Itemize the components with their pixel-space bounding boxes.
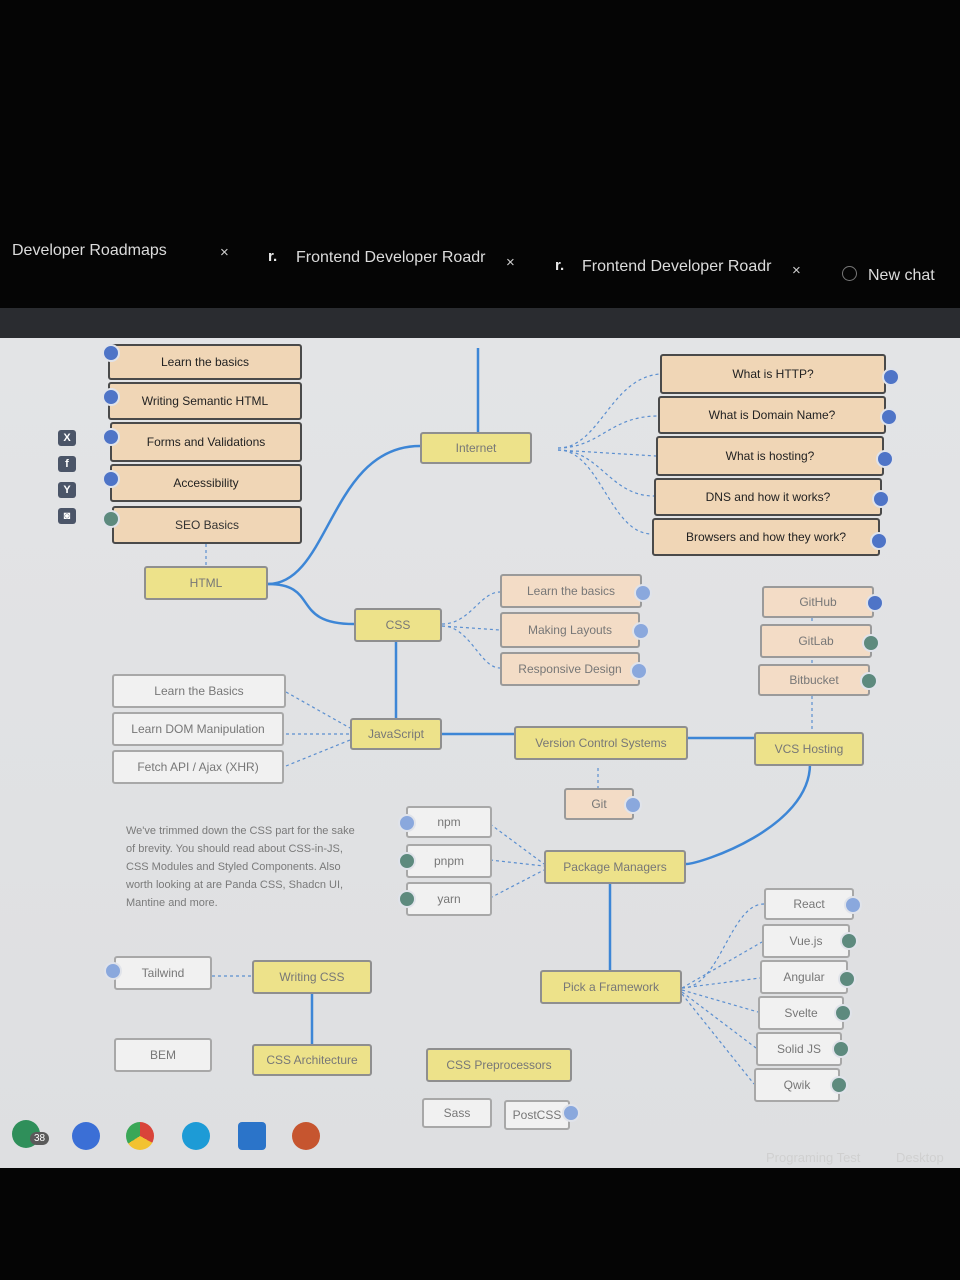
- node-accessibility[interactable]: Accessibility: [110, 464, 302, 502]
- check-done-icon[interactable]: [102, 510, 120, 528]
- browser-tab-bar: Developer Roadmaps × r. Frontend Develop…: [0, 230, 960, 300]
- node-html[interactable]: HTML: [144, 566, 268, 600]
- os-taskbar: 38: [0, 1118, 960, 1168]
- edge-icon[interactable]: [72, 1122, 100, 1150]
- check-pending-icon[interactable]: [398, 814, 416, 832]
- check-done-icon[interactable]: [866, 594, 884, 612]
- node-dom-manipulation[interactable]: Learn DOM Manipulation: [112, 712, 284, 746]
- check-done-icon[interactable]: [870, 532, 888, 550]
- node-bem[interactable]: BEM: [114, 1038, 212, 1072]
- check-done-icon[interactable]: [862, 634, 880, 652]
- check-pending-icon[interactable]: [844, 896, 862, 914]
- node-pick-framework[interactable]: Pick a Framework: [540, 970, 682, 1004]
- node-javascript[interactable]: JavaScript: [350, 718, 442, 750]
- node-css-architecture[interactable]: CSS Architecture: [252, 1044, 372, 1076]
- node-what-is-http[interactable]: What is HTTP?: [660, 354, 886, 394]
- node-version-control[interactable]: Version Control Systems: [514, 726, 688, 760]
- hackernews-icon[interactable]: Y: [58, 482, 76, 498]
- roadmap-viewport[interactable]: X f Y ◙ Learn the basics Writing Semanti…: [0, 308, 960, 1168]
- node-qwik[interactable]: Qwik: [754, 1068, 840, 1102]
- node-sass[interactable]: Sass: [422, 1098, 492, 1128]
- node-css-learn-basics[interactable]: Learn the basics: [500, 574, 642, 608]
- node-react[interactable]: React: [764, 888, 854, 920]
- node-svelte[interactable]: Svelte: [758, 996, 844, 1030]
- node-seo-basics[interactable]: SEO Basics: [112, 506, 302, 544]
- node-responsive-design[interactable]: Responsive Design: [500, 652, 640, 686]
- node-bitbucket[interactable]: Bitbucket: [758, 664, 870, 696]
- roadmap-logo-icon: r.: [555, 257, 565, 274]
- check-pending-icon[interactable]: [632, 622, 650, 640]
- check-done-icon[interactable]: [102, 388, 120, 406]
- check-pending-icon[interactable]: [562, 1104, 580, 1122]
- vscode-icon[interactable]: [238, 1122, 266, 1150]
- tab-developer-roadmaps[interactable]: Developer Roadmaps: [12, 242, 167, 259]
- browser-icon[interactable]: [182, 1122, 210, 1150]
- tab-close-icon[interactable]: ×: [792, 262, 801, 279]
- node-making-layouts[interactable]: Making Layouts: [500, 612, 640, 648]
- node-dns[interactable]: DNS and how it works?: [654, 478, 882, 516]
- node-angular[interactable]: Angular: [760, 960, 848, 994]
- facebook-icon[interactable]: f: [58, 456, 76, 472]
- check-done-icon[interactable]: [398, 852, 416, 870]
- check-done-icon[interactable]: [840, 932, 858, 950]
- node-semantic-html[interactable]: Writing Semantic HTML: [108, 382, 302, 420]
- node-pnpm[interactable]: pnpm: [406, 844, 492, 878]
- taskbar-programing-test[interactable]: Programing Test: [766, 1150, 861, 1165]
- node-internet[interactable]: Internet: [420, 432, 532, 464]
- node-gitlab[interactable]: GitLab: [760, 624, 872, 658]
- node-domain-name[interactable]: What is Domain Name?: [658, 396, 886, 434]
- tab-frontend-roadmap-1[interactable]: Frontend Developer Roadr: [296, 249, 486, 266]
- node-js-learn-basics[interactable]: Learn the Basics: [112, 674, 286, 708]
- check-pending-icon[interactable]: [104, 962, 122, 980]
- roadmap-logo-icon: r.: [268, 248, 278, 265]
- tab-frontend-roadmap-2[interactable]: Frontend Developer Roadr: [582, 258, 772, 275]
- reddit-icon[interactable]: ◙: [58, 508, 76, 524]
- check-done-icon[interactable]: [860, 672, 878, 690]
- check-pending-icon[interactable]: [630, 662, 648, 680]
- check-pending-icon[interactable]: [624, 796, 642, 814]
- node-writing-css[interactable]: Writing CSS: [252, 960, 372, 994]
- node-package-managers[interactable]: Package Managers: [544, 850, 686, 884]
- node-github[interactable]: GitHub: [762, 586, 874, 618]
- css-trimmed-note: We've trimmed down the CSS part for the …: [126, 825, 355, 909]
- x-twitter-icon[interactable]: X: [58, 430, 76, 446]
- node-browsers[interactable]: Browsers and how they work?: [652, 518, 880, 556]
- node-what-is-hosting[interactable]: What is hosting?: [656, 436, 884, 476]
- check-done-icon[interactable]: [102, 344, 120, 362]
- node-fetch-api[interactable]: Fetch API / Ajax (XHR): [112, 750, 284, 784]
- notification-badge: 38: [30, 1132, 50, 1145]
- node-html-learn-basics[interactable]: Learn the basics: [108, 344, 302, 380]
- check-done-icon[interactable]: [834, 1004, 852, 1022]
- check-done-icon[interactable]: [830, 1076, 848, 1094]
- node-git[interactable]: Git: [564, 788, 634, 820]
- node-vcs-hosting[interactable]: VCS Hosting: [754, 732, 864, 766]
- check-done-icon[interactable]: [832, 1040, 850, 1058]
- chrome-icon[interactable]: [126, 1122, 154, 1150]
- check-done-icon[interactable]: [880, 408, 898, 426]
- roadmap-connectors: [205, 348, 813, 1085]
- node-css[interactable]: CSS: [354, 608, 442, 642]
- check-done-icon[interactable]: [398, 890, 416, 908]
- app-icon[interactable]: [292, 1122, 320, 1150]
- node-npm[interactable]: npm: [406, 806, 492, 838]
- tab-close-icon[interactable]: ×: [506, 254, 515, 271]
- tab-close-icon[interactable]: ×: [220, 244, 229, 261]
- node-tailwind[interactable]: Tailwind: [114, 956, 212, 990]
- node-vuejs[interactable]: Vue.js: [762, 924, 850, 958]
- check-done-icon[interactable]: [872, 490, 890, 508]
- node-postcss[interactable]: PostCSS: [504, 1100, 570, 1130]
- tab-new-chat[interactable]: New chat: [868, 267, 935, 284]
- check-done-icon[interactable]: [102, 470, 120, 488]
- check-done-icon[interactable]: [102, 428, 120, 446]
- check-done-icon[interactable]: [876, 450, 894, 468]
- chat-spinner-icon: [842, 266, 857, 281]
- node-css-preprocessors[interactable]: CSS Preprocessors: [426, 1048, 572, 1082]
- node-yarn[interactable]: yarn: [406, 882, 492, 916]
- check-pending-icon[interactable]: [634, 584, 652, 602]
- check-done-icon[interactable]: [838, 970, 856, 988]
- taskbar-desktop[interactable]: Desktop: [896, 1150, 944, 1165]
- node-solidjs[interactable]: Solid JS: [756, 1032, 842, 1066]
- check-done-icon[interactable]: [882, 368, 900, 386]
- node-forms-validations[interactable]: Forms and Validations: [110, 422, 302, 462]
